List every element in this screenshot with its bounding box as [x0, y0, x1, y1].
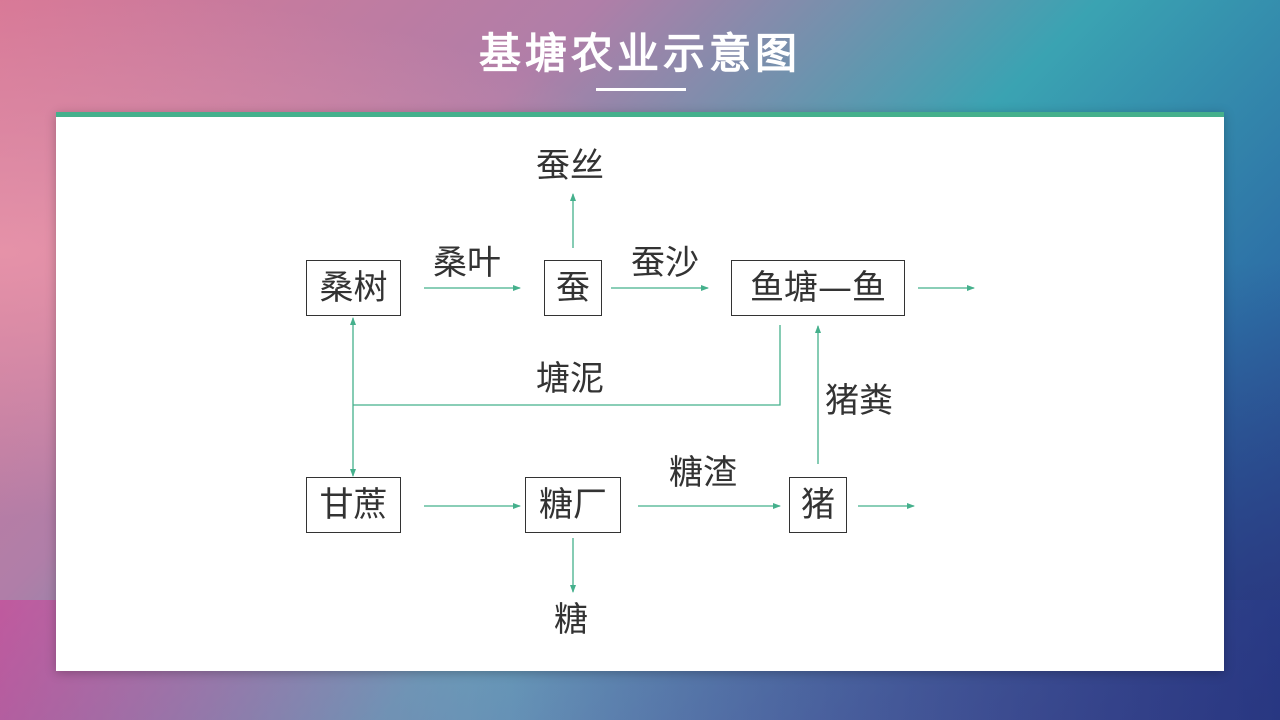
line-pond-mud: [353, 325, 781, 406]
node-sugar-mill: 糖厂: [525, 477, 621, 533]
node-silkworm: 蚕: [544, 260, 602, 316]
label-silkworm-excrement: 蚕沙: [631, 243, 699, 283]
title-underline: [596, 88, 686, 91]
label-pond-mud: 塘泥: [536, 359, 604, 399]
node-pig: 猪: [789, 477, 847, 533]
page-title: 基塘农业示意图: [478, 29, 801, 78]
label-silk: 蚕丝: [536, 146, 604, 186]
label-sugar: 糖: [554, 600, 588, 640]
label-mulberry-leaf: 桑叶: [433, 243, 501, 283]
diagram-panel: [56, 112, 1224, 671]
label-bagasse: 糖渣: [669, 453, 737, 493]
label-pig-manure: 猪粪: [825, 381, 893, 421]
node-mulberry: 桑树: [306, 260, 401, 316]
node-fishpond: 鱼塘—鱼: [731, 260, 905, 316]
node-sugarcane: 甘蔗: [306, 477, 401, 533]
